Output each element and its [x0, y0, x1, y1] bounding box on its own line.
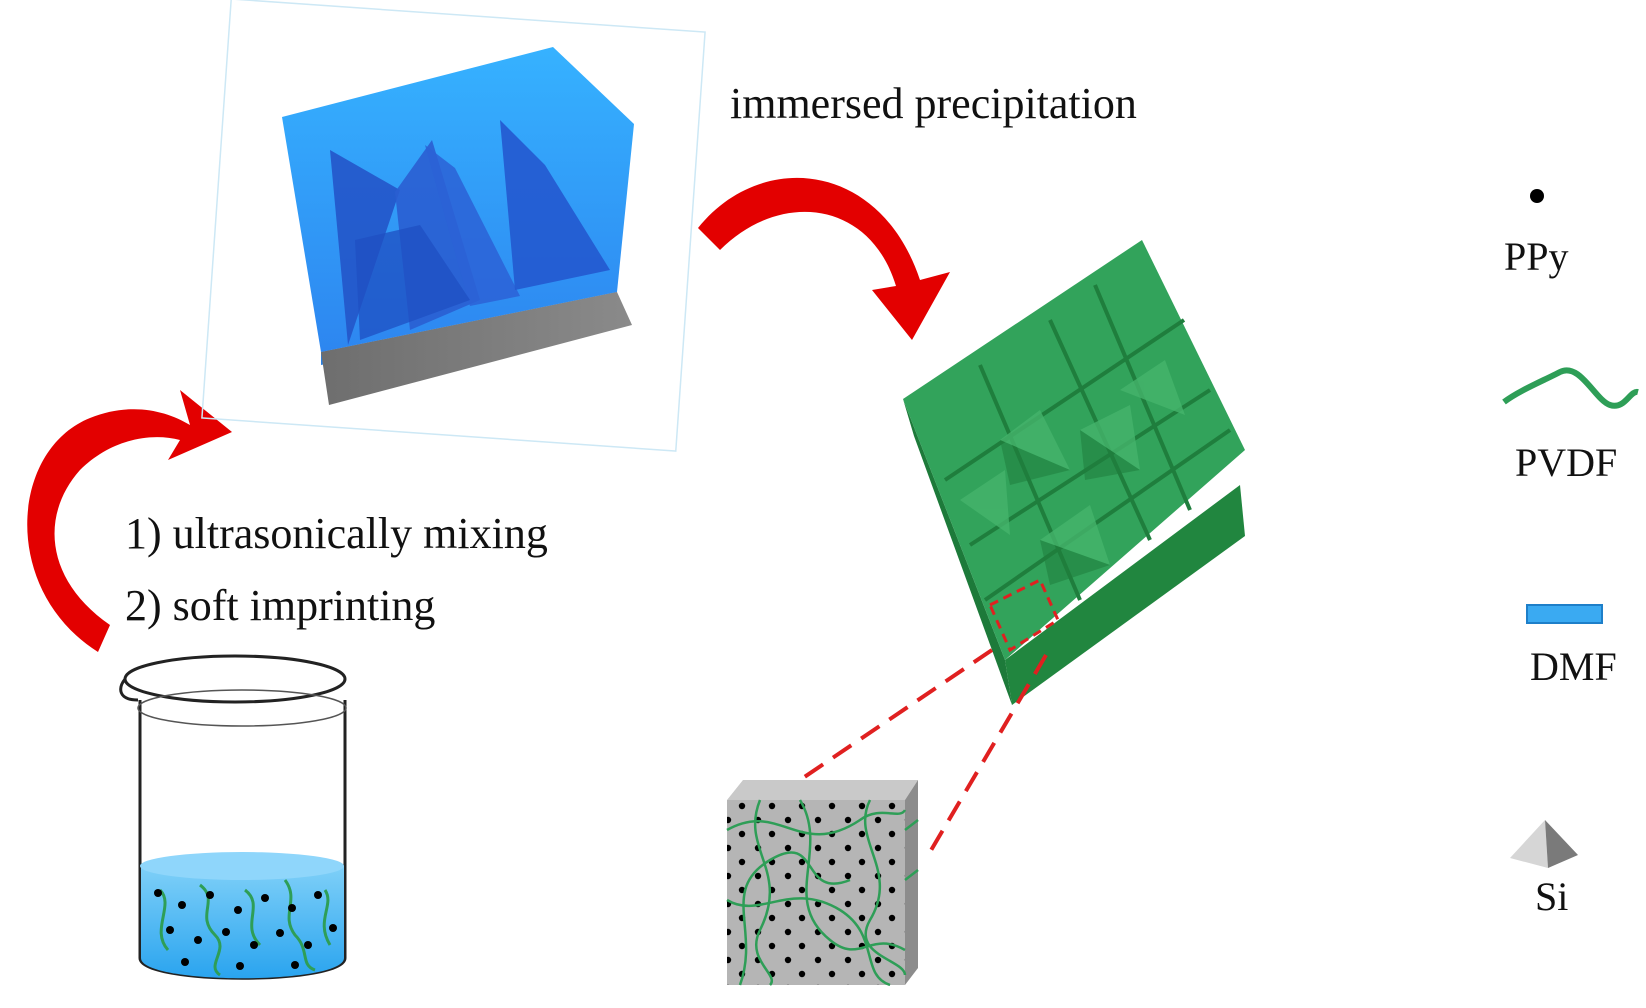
ppy-dots [154, 889, 337, 970]
legend-ppy-label: PPy [1504, 234, 1569, 279]
legend-pvdf: PVDF [1502, 367, 1639, 485]
pvdf-membrane [903, 240, 1245, 705]
legend-si-label: Si [1535, 874, 1568, 919]
zoom-box [988, 577, 1060, 653]
legend: PPy PVDF DMF Si [1502, 189, 1639, 919]
arrow-mold-to-membrane [698, 177, 950, 340]
dmf-swatch-icon [1526, 604, 1603, 624]
pdms-mold [201, 0, 706, 452]
step-2-label: 2) soft imprinting [125, 581, 435, 630]
si-pyramid-icon [1510, 820, 1578, 868]
legend-si: Si [1510, 820, 1578, 919]
beaker [119, 654, 347, 980]
legend-dmf: DMF [1526, 604, 1617, 689]
zoom-lines [798, 648, 1048, 854]
ppy-dot-icon [1530, 189, 1544, 203]
zoomed-cube [726, 780, 919, 987]
legend-ppy: PPy [1504, 189, 1569, 279]
step-3-label: immersed precipitation [730, 79, 1137, 128]
legend-dmf-label: DMF [1530, 644, 1617, 689]
step-1-label: 1) ultrasonically mixing [125, 509, 548, 558]
pvdf-strand-icon [1502, 367, 1639, 409]
legend-pvdf-label: PVDF [1515, 440, 1617, 485]
arrow-mixing-to-mold [27, 390, 232, 652]
